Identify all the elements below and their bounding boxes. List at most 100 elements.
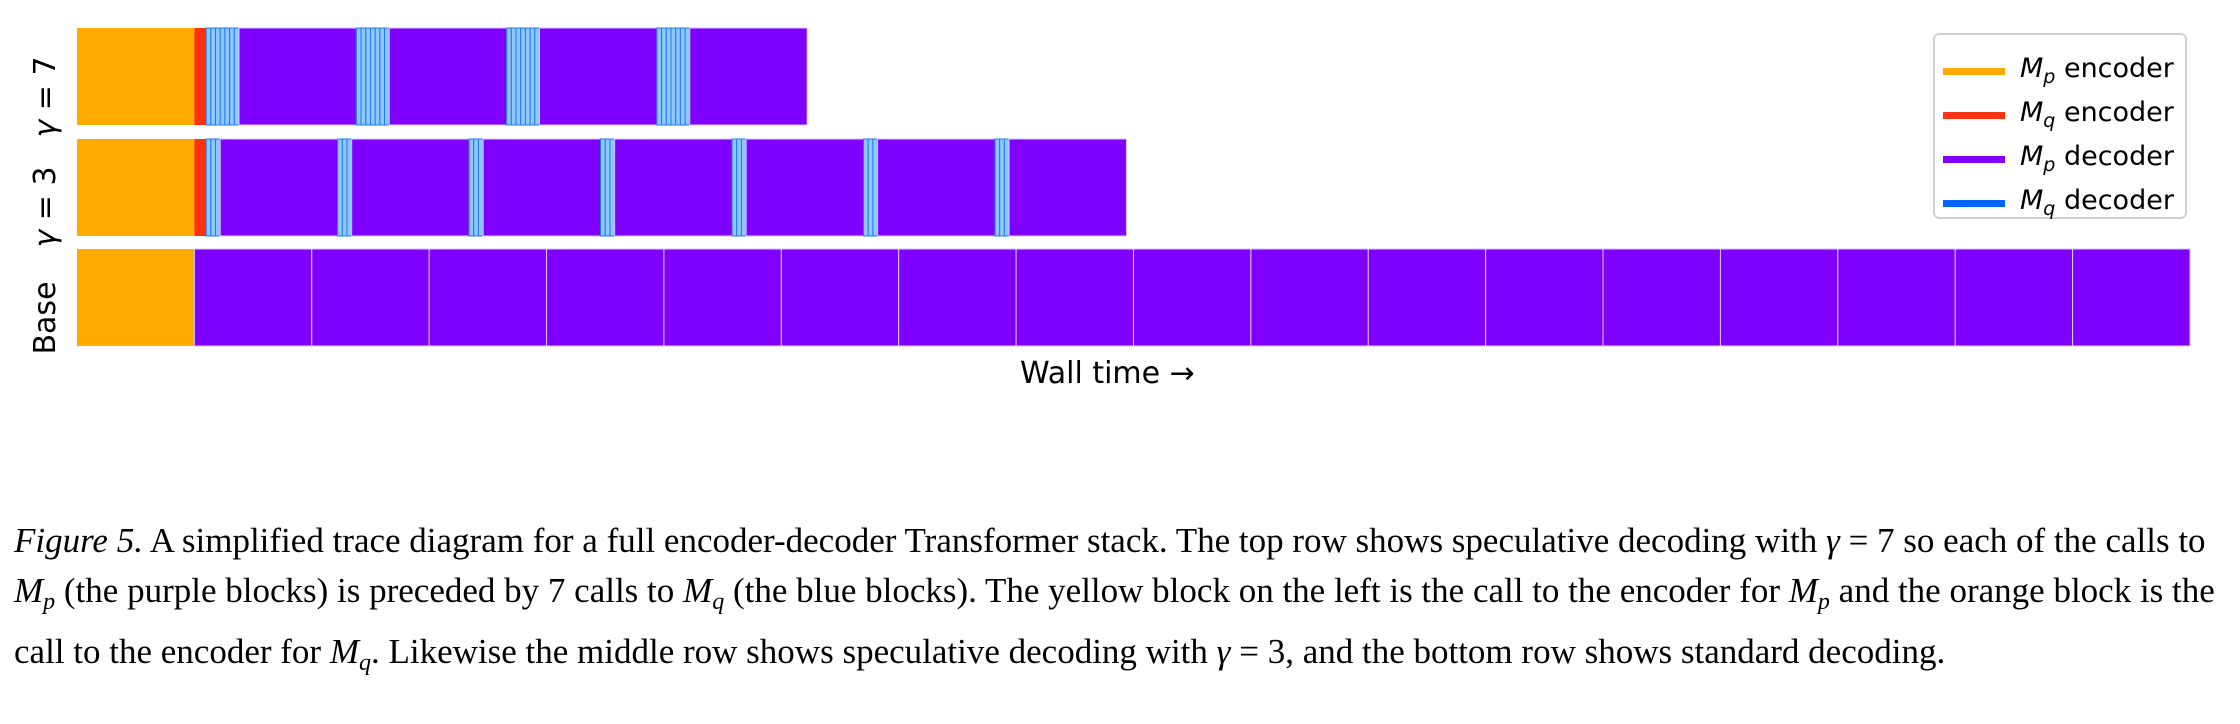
caption-math: M: [683, 570, 713, 610]
legend: Mp encoder Mq encoder Mp decoder Mq deco…: [1933, 33, 2187, 220]
mq-decoder-block: [365, 27, 371, 126]
mp-decoder-block: [1602, 248, 1721, 347]
mp-decoder-block: [745, 138, 865, 237]
mp-decoder-block: [351, 138, 470, 237]
mq-decoder-block: [524, 27, 531, 126]
mp-encoder-block: [77, 139, 195, 236]
legend-text-mq-encoder: Mq encoder: [2020, 97, 2174, 132]
caption-figure-label: Figure 5.: [14, 521, 143, 560]
mq-decoder-block: [346, 138, 353, 237]
mq-decoder-block: [863, 138, 869, 237]
mp-decoder-block: [2072, 248, 2191, 347]
x-axis-label: Wall time →: [1020, 356, 1195, 391]
legend-item-mq-decoder: Mq decoder: [1935, 183, 2185, 223]
mq-decoder-block: [384, 27, 390, 126]
mq-decoder-block: [1003, 138, 1010, 237]
mp-decoder-block: [311, 248, 430, 347]
mq-decoder-block: [534, 27, 541, 126]
legend-text-mq-decoder: Mq decoder: [2020, 185, 2174, 220]
legend-item-mq-encoder: Mq encoder: [1935, 95, 2185, 135]
mq-decoder-block: [379, 27, 386, 126]
mq-decoder-block: [229, 27, 235, 126]
mq-decoder-block: [210, 27, 217, 126]
mq-decoder-block: [600, 138, 606, 237]
mp-decoder-block: [1485, 248, 1604, 347]
mp-encoder-block: [77, 249, 195, 346]
mq-decoder-block: [205, 138, 212, 237]
mq-decoder-block: [994, 138, 1001, 237]
mq-decoder-block: [506, 27, 512, 126]
mp-decoder-block: [877, 138, 996, 237]
mq-decoder-block: [468, 138, 475, 237]
mq-decoder-block: [355, 27, 362, 126]
mq-decoder-block: [477, 138, 484, 237]
mq-decoder-block: [233, 27, 240, 126]
caption-text: (the blue blocks). The yellow block on t…: [724, 570, 1789, 610]
mq-decoder-block: [215, 27, 221, 126]
mq-decoder-block: [360, 27, 367, 126]
mq-decoder-block: [515, 27, 522, 126]
mq-decoder-block: [867, 138, 874, 237]
mp-decoder-block: [1719, 248, 1839, 347]
legend-item-mp-encoder: Mp encoder: [1935, 51, 2185, 91]
mq-decoder-block: [679, 27, 686, 126]
caption-text: (the purple blocks) is preceded by 7 cal…: [55, 570, 684, 610]
row-label-gamma3-value: = 3: [28, 166, 63, 230]
legend-item-mp-decoder: Mp decoder: [1935, 139, 2185, 179]
caption-text: A simplified trace diagram for a full en…: [142, 521, 1827, 560]
figure-caption: Figure 5. A simplified trace diagram for…: [14, 516, 2230, 689]
mp-decoder-block: [1008, 138, 1127, 237]
mq-decoder-block: [341, 138, 348, 237]
mq-decoder-block: [529, 27, 536, 126]
mq-decoder-block: [604, 138, 611, 237]
mp-encoder-block: [77, 28, 195, 125]
mq-decoder-block: [510, 27, 517, 126]
mp-decoder-block: [1250, 248, 1369, 347]
legend-swatch-mq-encoder: [1943, 112, 2005, 119]
caption-gamma: γ: [1216, 632, 1231, 671]
mp-decoder-block: [193, 248, 313, 347]
mq-decoder-block: [215, 138, 221, 237]
trace-chart: [77, 27, 2191, 347]
mq-decoder-block: [205, 27, 212, 126]
mp-decoder-block: [1954, 248, 2074, 347]
mp-decoder-block: [482, 138, 602, 237]
mq-decoder-block: [661, 27, 667, 126]
mp-decoder-block: [539, 27, 658, 126]
mq-decoder-block: [224, 27, 231, 126]
mq-decoder-block: [609, 138, 616, 237]
mp-decoder-block: [388, 27, 508, 126]
mq-decoder-block: [999, 138, 1005, 237]
trace-figure: γ = 7 γ = 3 Base Wall time → Mp encoder …: [28, 27, 2191, 391]
mq-decoder-block: [684, 27, 691, 126]
caption-math-sub: p: [43, 588, 56, 615]
mq-decoder-block: [675, 27, 681, 126]
caption-math: M: [1788, 570, 1818, 610]
caption-math: M: [329, 632, 359, 671]
caption-text: and the orange block is the call to the …: [14, 570, 2215, 672]
mq-encoder-block: [194, 139, 207, 236]
caption-math-sub: q: [358, 650, 371, 676]
mp-decoder-block: [428, 248, 548, 347]
mq-decoder-block: [736, 138, 742, 237]
mp-decoder-block: [1015, 248, 1134, 347]
mp-decoder-block: [689, 27, 808, 126]
mp-decoder-block: [898, 248, 1017, 347]
row-label-gamma7-value: = 7: [28, 56, 63, 120]
mp-decoder-block: [614, 138, 733, 237]
caption-text: = 7 so each of the calls to: [1839, 521, 2206, 560]
mq-decoder-block: [520, 27, 526, 126]
caption-math-sub: q: [712, 588, 725, 615]
mq-decoder-block: [670, 27, 677, 126]
mp-decoder-block: [780, 248, 900, 347]
mq-decoder-block: [872, 138, 879, 237]
mq-decoder-block: [473, 138, 479, 237]
mp-decoder-block: [1837, 248, 1956, 347]
mq-encoder-block: [194, 28, 207, 125]
mq-decoder-block: [219, 27, 226, 126]
caption-text: = 3, and the bottom row shows standard d…: [1230, 632, 1946, 671]
mq-decoder-block: [740, 138, 747, 237]
mq-decoder-block: [731, 138, 738, 237]
mp-decoder-block: [238, 27, 357, 126]
caption-math: M: [14, 570, 44, 610]
